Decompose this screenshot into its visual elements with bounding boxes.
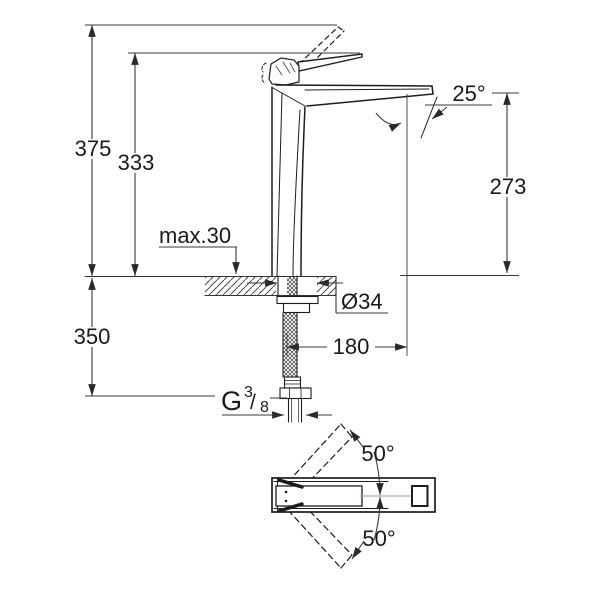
plan-spout-outlet <box>411 485 429 507</box>
spout-inner-edge <box>304 88 430 91</box>
plan-dimension-lines <box>349 429 384 560</box>
plan-lever-bevel-top <box>277 478 304 489</box>
dim-spout-projection-label: 180 <box>333 334 370 359</box>
dim-lever-height-label: 333 <box>118 150 155 175</box>
dimension-labels: 375 333 max.30 350 273 25° Ø34 180 G 3 /… <box>70 81 531 551</box>
plan-view <box>271 423 436 569</box>
column-right-bevel <box>292 109 301 277</box>
dim-spout-height-label: 273 <box>490 174 527 199</box>
spout-top-edge <box>275 84 433 87</box>
mounting-deck <box>84 275 337 297</box>
spout-tip-face <box>431 85 434 95</box>
column-front-bevel <box>272 87 306 107</box>
dim-thread-denominator: 8 <box>260 399 269 416</box>
flexible-hose <box>279 312 312 423</box>
lever-swivel-dashed-lower <box>287 503 353 569</box>
column-left-bevel <box>276 92 283 277</box>
dim-thread-letter: G <box>221 386 242 416</box>
cartridge-dashes <box>261 62 267 84</box>
dim-below-deck-label: 350 <box>74 324 111 349</box>
spout-underside <box>306 93 434 107</box>
dim-overall-height-label: 375 <box>75 136 112 161</box>
cartridge-shading <box>275 61 296 76</box>
spout-angle-line <box>420 96 438 139</box>
column-right-edge <box>300 106 306 277</box>
dim-swivel-lower-label: 50° <box>362 526 395 551</box>
plan-lever-bevel-bottom <box>277 502 304 513</box>
dim-thread-numerator: 3 <box>244 384 253 401</box>
dim-swivel-upper-label: 50° <box>361 441 394 466</box>
dim-thread-slash: / <box>250 391 256 414</box>
plan-lever <box>275 485 363 507</box>
threaded-shank <box>276 275 319 314</box>
dim-hole-diameter-label: Ø34 <box>341 289 383 314</box>
front-view <box>84 26 438 423</box>
dim-spout-angle-label: 25° <box>452 81 485 106</box>
dim-max-deck-thickness-label: max.30 <box>159 223 231 248</box>
hose-hex-nut <box>279 387 312 400</box>
